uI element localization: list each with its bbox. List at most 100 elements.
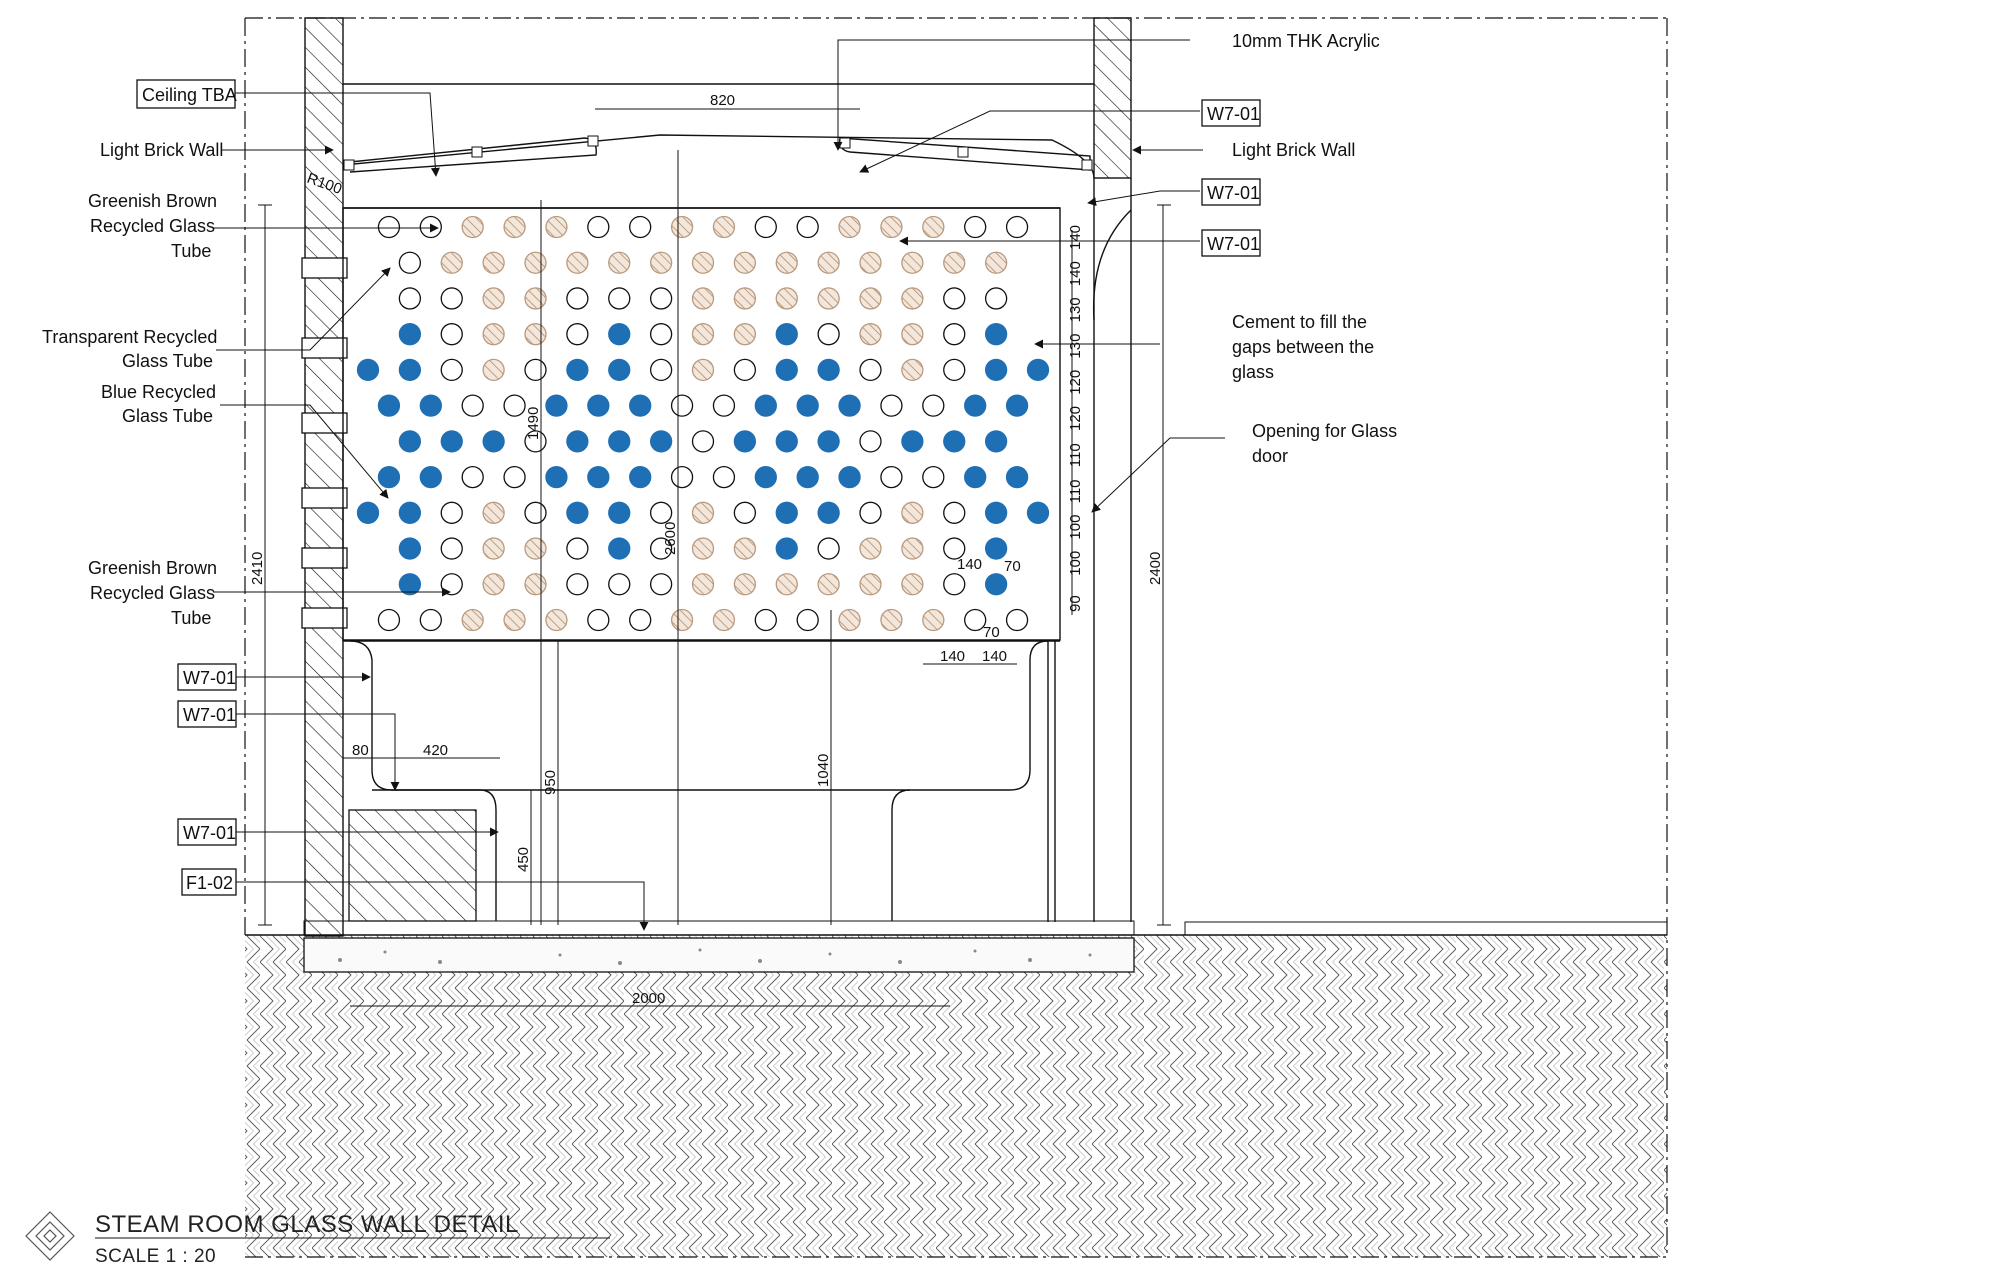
tube-transparent	[670, 394, 694, 417]
tube-greenish-brown	[691, 501, 715, 524]
tube-transparent	[649, 501, 673, 524]
tube-greenish-brown	[859, 251, 882, 274]
tube-greenish-brown	[691, 358, 715, 382]
tube-transparent	[629, 215, 652, 239]
dim-70b: 70	[983, 624, 1000, 641]
tube-greenish-brown	[733, 573, 757, 596]
tag-l1: W7-01	[183, 668, 236, 688]
tube-greenish-brown	[733, 323, 757, 346]
tube-transparent	[880, 394, 903, 417]
tube-transparent	[524, 501, 547, 524]
tube-greenish-brown	[901, 537, 924, 560]
concrete-slab	[303, 937, 1135, 973]
tube-transparent	[817, 323, 840, 346]
tube-transparent	[608, 287, 631, 310]
tube-blue	[566, 358, 589, 382]
dim-820: 820	[710, 92, 735, 109]
tube-blue	[377, 394, 401, 417]
tube-transparent	[984, 287, 1008, 310]
dim-420: 420	[423, 742, 448, 759]
tube-transparent	[943, 501, 966, 524]
tube-transparent	[922, 394, 945, 417]
tube-greenish-brown	[922, 608, 945, 632]
tube-blue	[817, 501, 840, 524]
tube-greenish-brown	[691, 287, 715, 310]
tube-greenish-brown	[524, 287, 547, 310]
dim-1490: 1490	[525, 407, 542, 440]
tube-greenish-brown	[503, 215, 526, 239]
right-brick-wall	[1093, 17, 1132, 179]
label-greenish-top-3: Tube	[171, 241, 211, 261]
tag-r1: W7-01	[1207, 104, 1260, 124]
tube-greenish-brown	[901, 358, 924, 382]
label-opening-2: door	[1252, 446, 1288, 466]
tube-blue	[629, 465, 652, 489]
tube-transparent	[691, 430, 715, 453]
tube-blue	[984, 537, 1008, 560]
tube-blue	[587, 394, 610, 417]
tube-transparent	[440, 287, 463, 310]
tube-transparent	[859, 501, 882, 524]
tube-blue	[754, 465, 777, 489]
dim-2000: 2000	[632, 990, 665, 1007]
tube-blue	[356, 358, 380, 382]
tube-blue	[838, 465, 861, 489]
tube-transparent	[943, 537, 966, 560]
tube-transparent	[733, 501, 757, 524]
tube-blue	[1005, 394, 1029, 417]
tube-blue	[398, 537, 422, 560]
tube-greenish-brown	[649, 251, 673, 274]
tube-blue	[398, 501, 422, 524]
dim-140b: 140	[940, 648, 965, 665]
tube-blue	[1026, 358, 1050, 382]
tube-transparent	[943, 573, 966, 596]
leaders	[213, 39, 1225, 931]
tube-greenish-brown	[670, 215, 694, 239]
tube-transparent	[1005, 215, 1029, 239]
tube-blue	[796, 465, 819, 489]
label-greenish-top-1: Greenish Brown	[88, 191, 217, 211]
label-transparent-2: Glass Tube	[122, 351, 213, 371]
tube-blue	[838, 394, 861, 417]
tube-greenish-brown	[775, 287, 798, 310]
tube-transparent	[587, 608, 610, 632]
dim-80: 80	[352, 742, 369, 759]
tube-transparent	[649, 358, 673, 382]
tube-blue	[608, 537, 631, 560]
tube-blue	[608, 323, 631, 346]
label-light-brick-wall-right: Light Brick Wall	[1232, 140, 1355, 160]
tube-greenish-brown	[440, 251, 463, 274]
tube-greenish-brown	[901, 287, 924, 310]
tube-transparent	[377, 215, 401, 239]
label-ceiling: Ceiling TBA	[142, 85, 237, 105]
tube-blue	[775, 430, 798, 453]
tube-transparent	[608, 573, 631, 596]
tube-greenish-brown	[524, 251, 547, 274]
tube-blue	[1005, 465, 1029, 489]
dim-450: 450	[515, 847, 532, 872]
tube-greenish-brown	[461, 215, 484, 239]
tube-blue	[817, 430, 840, 453]
tube-greenish-brown	[524, 537, 547, 560]
tag-box-l3	[177, 818, 237, 846]
tube-transparent	[566, 537, 589, 560]
tube-transparent	[398, 287, 422, 310]
label-light-brick-wall-left: Light Brick Wall	[100, 140, 223, 160]
tube-greenish-brown	[691, 251, 715, 274]
tube-transparent	[796, 215, 819, 239]
tube-transparent	[943, 323, 966, 346]
tube-transparent	[649, 537, 673, 560]
label-transparent-1: Transparent Recycled	[42, 327, 217, 347]
tube-greenish-brown	[482, 537, 505, 560]
dim-950: 950	[542, 770, 559, 795]
tube-blue	[733, 430, 757, 453]
tube-transparent	[964, 608, 987, 632]
tag-box-r1	[1201, 99, 1261, 127]
tube-greenish-brown	[482, 358, 505, 382]
tube-transparent	[943, 358, 966, 382]
tube-greenish-brown	[691, 323, 715, 346]
tube-blue	[398, 573, 422, 596]
tube-greenish-brown	[608, 251, 631, 274]
